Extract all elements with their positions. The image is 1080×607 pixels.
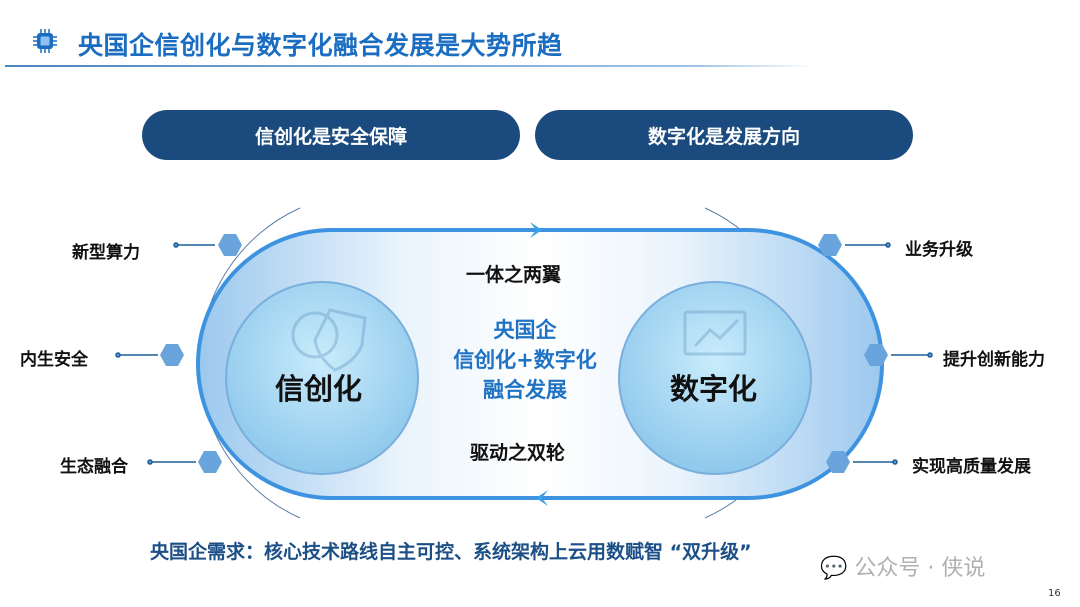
center-line: 信创化+数字化 [453, 348, 597, 372]
hexagon-icon [826, 451, 850, 473]
center-line: 央国企 [493, 318, 557, 342]
right-item: 实现高质量发展 [912, 457, 1031, 477]
right-item: 业务升级 [905, 240, 973, 260]
left-circle-label: 信创化 [275, 372, 363, 406]
left-item: 生态融合 [60, 457, 128, 477]
hexagon-icon [864, 344, 888, 366]
shield-icon [291, 308, 367, 372]
hexagon-icon [818, 234, 842, 256]
watermark-text: 公众号 · 侠说 [854, 556, 986, 581]
hexagon-icon [218, 234, 242, 256]
demand-statement: 央国企需求：核心技术路线自主可控、系统架构上云用数赋智 “双升级” [150, 541, 752, 563]
right-item: 提升创新能力 [943, 350, 1045, 370]
arrow-left-icon [536, 490, 548, 506]
hexagon-icon [198, 451, 222, 473]
pill-development: 数字化是发展方向 [535, 110, 913, 160]
hexagon-icon [160, 344, 184, 366]
center-text: 央国企 信创化+数字化 融合发展 [430, 315, 620, 405]
watermark: 💬 公众号 · 侠说 [820, 550, 985, 582]
right-circle [618, 281, 812, 475]
title-divider [5, 65, 815, 67]
chip-icon [33, 29, 57, 53]
arrow-right-icon [530, 222, 542, 238]
pill-security: 信创化是安全保障 [142, 110, 520, 160]
left-item: 新型算力 [72, 243, 140, 263]
chart-monitor-icon [683, 310, 747, 356]
left-item: 内生安全 [20, 350, 88, 370]
center-line: 融合发展 [483, 378, 567, 402]
left-circle [225, 281, 419, 475]
right-circle-label: 数字化 [670, 372, 758, 406]
page-title: 央国企信创化与数字化融合发展是大势所趋 [78, 31, 563, 60]
label-twin-wheels: 驱动之双轮 [470, 442, 566, 464]
page-number: 16 [1048, 588, 1061, 599]
label-two-wings: 一体之两翼 [466, 264, 562, 286]
wechat-icon: 💬 [820, 556, 848, 581]
